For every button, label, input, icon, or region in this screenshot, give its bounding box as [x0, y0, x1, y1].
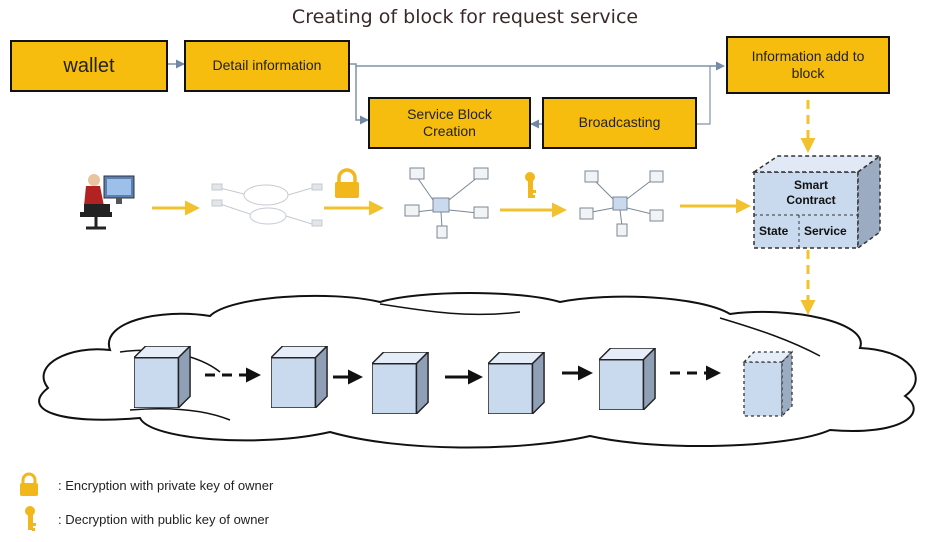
broadcasting-box: Broadcasting — [542, 97, 697, 149]
detail-information-label: Detail information — [212, 57, 322, 74]
legend-encryption-text: : Encryption with private key of owner — [58, 478, 274, 493]
smart-contract-cube — [751, 154, 883, 250]
user-computer-icon — [80, 174, 135, 230]
middle-row-arrows — [152, 198, 751, 218]
lock-icon — [335, 168, 359, 198]
information-add-label: Information add to block — [751, 47, 865, 82]
block-cube — [372, 352, 429, 414]
chain-arrows — [205, 365, 721, 385]
blockchain-blocks — [134, 346, 794, 418]
new-block-cube — [742, 350, 794, 418]
transaction-graph-icon — [211, 183, 323, 227]
network-icon — [404, 167, 489, 239]
smart-contract-title-line1: Smart — [793, 178, 828, 192]
wallet-box: wallet — [10, 40, 168, 92]
legend-decryption-text: : Decryption with public key of owner — [58, 512, 269, 527]
flow-connectors — [168, 59, 725, 129]
detail-information-box: Detail information — [184, 40, 350, 92]
state-label: State — [759, 224, 789, 238]
service-label: Service — [804, 224, 847, 238]
lock-icon — [20, 472, 38, 496]
block-cube — [488, 352, 545, 414]
wallet-label: wallet — [63, 54, 115, 77]
block-cube — [599, 348, 656, 410]
block-cube — [271, 346, 328, 408]
smart-contract-title-line2: Contract — [786, 193, 836, 207]
legend-encryption: : Encryption with private key of owner — [48, 478, 273, 493]
network-icon — [579, 170, 664, 237]
diagram-title: Creating of block for request service — [291, 6, 639, 28]
broadcasting-label: Broadcasting — [578, 114, 661, 131]
information-add-box: Information add to block — [726, 36, 890, 94]
legend-decryption: : Decryption with public key of owner — [48, 512, 269, 527]
service-block-creation-label: Service Block Creation — [407, 105, 492, 140]
key-icon — [25, 506, 36, 531]
smart-contract-title: Smart Contract — [776, 178, 846, 208]
key-icon — [525, 172, 536, 198]
service-block-creation-box: Service Block Creation — [368, 97, 531, 149]
block-cube — [134, 346, 191, 408]
